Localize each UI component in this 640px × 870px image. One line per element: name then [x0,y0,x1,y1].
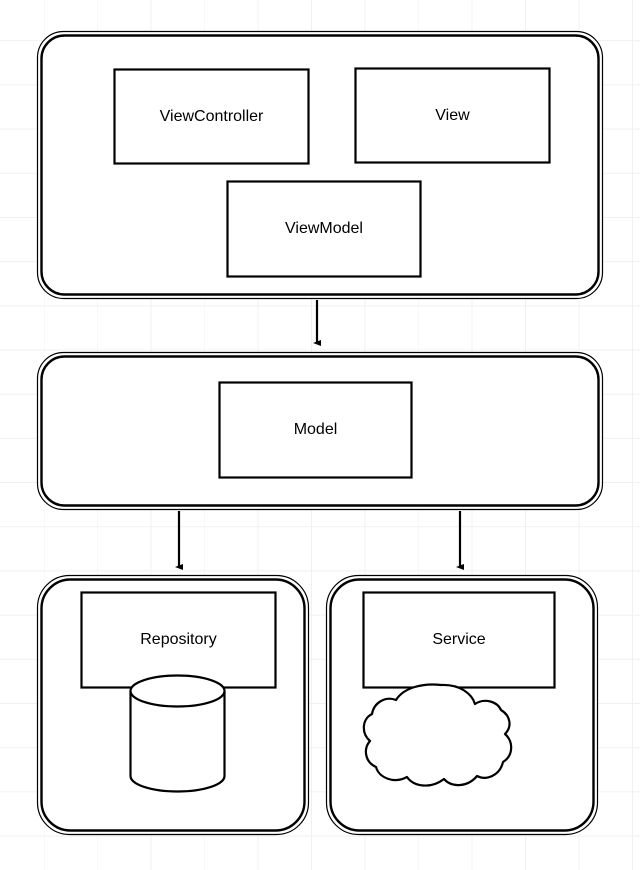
cloud-shape[interactable] [362,683,513,787]
cylinder-top-ellipse [129,674,226,708]
model-box[interactable] [218,381,413,479]
cloud-outline [362,683,513,787]
service-box[interactable] [362,591,556,689]
database-cylinder[interactable] [129,674,226,793]
view-box[interactable] [354,67,551,164]
view-controller-box[interactable] [113,68,310,165]
cylinder-body [129,689,226,793]
repository-box[interactable] [80,591,277,689]
view-model-box[interactable] [226,180,422,278]
